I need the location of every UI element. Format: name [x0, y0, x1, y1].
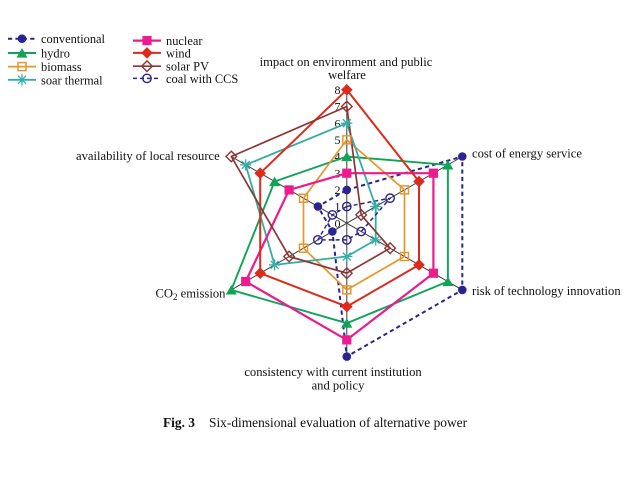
svg-text:biomass: biomass: [41, 60, 82, 74]
svg-text:wind: wind: [166, 46, 192, 60]
svg-text:consistency with current insti: consistency with current institution: [244, 365, 422, 379]
svg-text:8: 8: [335, 83, 341, 97]
svg-text:solar PV: solar PV: [166, 60, 209, 74]
svg-text:hydro: hydro: [41, 47, 70, 61]
svg-text:welfare: welfare: [328, 68, 366, 82]
svg-text:2: 2: [335, 183, 341, 197]
svg-text:availability of local resource: availability of local resource: [76, 149, 220, 163]
svg-text:cost of energy service: cost of energy service: [472, 147, 582, 161]
svg-text:3: 3: [335, 166, 341, 180]
svg-text:7: 7: [335, 100, 341, 114]
svg-text:6: 6: [335, 116, 341, 130]
svg-text:conventional: conventional: [41, 32, 106, 46]
svg-text:4: 4: [335, 150, 341, 164]
svg-text:5: 5: [335, 133, 341, 147]
svg-text:and policy: and policy: [312, 379, 366, 393]
svg-text:coal with CCS: coal with CCS: [166, 72, 238, 86]
svg-text:0: 0: [335, 216, 341, 230]
svg-text:soar thermal: soar thermal: [41, 73, 103, 87]
svg-text:CO2 emission: CO2 emission: [156, 287, 227, 303]
svg-text:impact on environment and publ: impact on environment and public: [260, 55, 433, 69]
svg-text:1: 1: [335, 200, 341, 214]
svg-text:nuclear: nuclear: [166, 34, 203, 48]
svg-text:risk of technology innovation: risk of technology innovation: [472, 284, 621, 298]
